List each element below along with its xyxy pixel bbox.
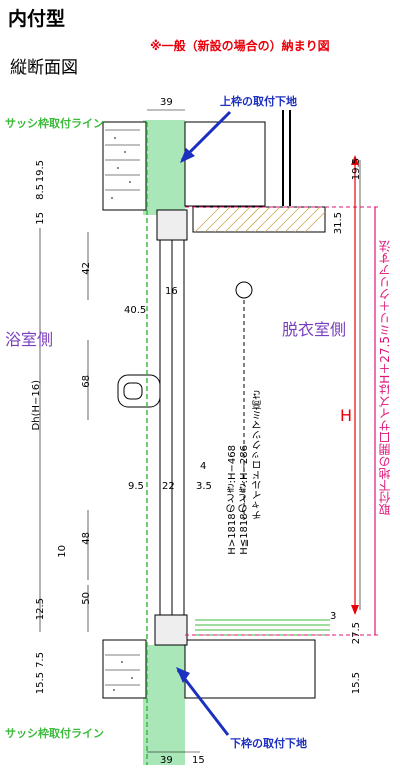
sash-line-bottom-label: サッシ枠取付ライン [5, 727, 104, 740]
down-arrow-icon [176, 669, 230, 736]
opening-size-label: 取付下地の開口サイズはH＋27.5ミリ＋クリアす法 [378, 240, 392, 516]
dim-bottom-15: 15 [192, 755, 205, 766]
dim-48: 48 [81, 532, 92, 545]
dim-7-5: 7.5 [35, 652, 46, 668]
child-lock-h2: H>1818のとき:H−468 [227, 445, 238, 555]
dim-bottom-39: 39 [160, 755, 173, 766]
bathroom-side-label: 浴室側 [5, 330, 54, 349]
dim-10: 10 [57, 545, 68, 558]
dim-3-5: 3.5 [196, 481, 212, 492]
dim-16: 16 [165, 286, 178, 297]
hand-lock-icon [235, 281, 253, 299]
child-lock-h1: H≦1818のとき:H−286 [239, 445, 250, 555]
note-text: ※一般（新設の場合の）納まり図 [150, 39, 330, 53]
dim-right-3: 3 [330, 611, 337, 622]
dim-12-5: 12.5 [35, 598, 46, 621]
dim-right-31-5: 31.5 [333, 212, 344, 235]
h-label: H [340, 406, 353, 425]
dh-label: Dh(H−16) [31, 380, 42, 431]
upper-frame-label: 上枠の取付下地 [220, 95, 297, 108]
page-title: 内付型 [8, 8, 66, 30]
child-lock-label: チャイルドロックツマミ高さ [253, 390, 264, 520]
dim-right-15-5: 15.5 [351, 672, 362, 695]
dressing-side-label: 脱衣室側 [282, 320, 347, 339]
dim-50: 50 [81, 592, 92, 605]
dim-40-5: 40.5 [124, 305, 147, 316]
dim-left-15: 15 [35, 212, 46, 225]
dim-top-39: 39 [160, 97, 173, 108]
sash-line-top-label: サッシ枠取付ライン [5, 117, 104, 130]
dim-4: 4 [200, 461, 207, 472]
dim-22: 22 [162, 481, 175, 492]
dim-left-15-5: 15.5 [35, 672, 46, 695]
page-subtitle: 縦断面図 [10, 58, 78, 78]
dim-68: 68 [81, 375, 92, 388]
lower-frame-label: 下枠の取付下地 [230, 737, 307, 750]
dim-left-8-5: 8.5 [35, 184, 46, 200]
dim-left-19-5: 19.5 [35, 160, 46, 183]
lower-frame-base-fill [143, 645, 185, 765]
dim-9-5: 9.5 [128, 481, 144, 492]
dim-left-42: 42 [81, 262, 92, 275]
upper-frame-base-fill [143, 120, 185, 215]
dim-right-19-5: 19.5 [351, 158, 362, 181]
dim-right-27-5: 27.5 [351, 622, 362, 645]
